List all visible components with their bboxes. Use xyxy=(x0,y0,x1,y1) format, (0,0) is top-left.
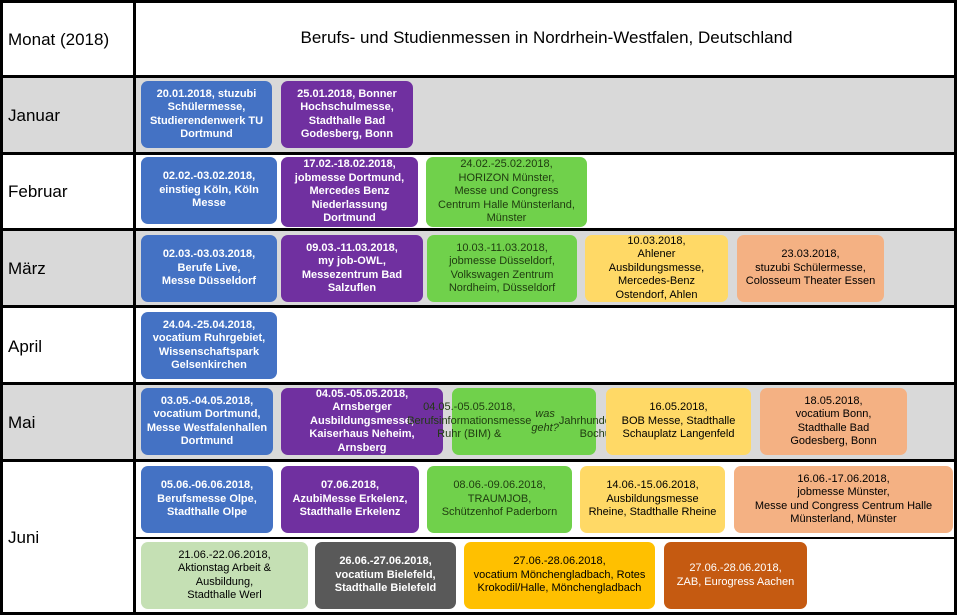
month-label: März xyxy=(8,259,46,278)
header-row xyxy=(3,3,957,75)
juni-separator xyxy=(136,537,957,539)
event-card[interactable]: 24.04.-25.04.2018, vocatium Ruhrgebiet, … xyxy=(141,312,277,379)
event-text-italic: was geht? xyxy=(531,408,559,434)
event-card[interactable]: 17.02.-18.02.2018, jobmesse Dortmund, Me… xyxy=(281,157,418,227)
event-card[interactable]: 18.05.2018, vocatium Bonn, Stadthalle Ba… xyxy=(760,388,907,455)
event-card[interactable]: 09.03.-11.03.2018, my job-OWL, Messezent… xyxy=(281,235,423,302)
event-card[interactable]: 03.05.-04.05.2018, vocatium Dortmund, Me… xyxy=(141,388,273,455)
month-label: Mai xyxy=(8,413,36,432)
grid-line xyxy=(0,228,957,231)
event-card[interactable]: 05.06.-06.06.2018, Berufsmesse Olpe, Sta… xyxy=(141,466,273,533)
month-label: Juni xyxy=(8,528,40,547)
grid-line xyxy=(0,0,957,3)
event-card[interactable]: 10.03.2018, Ahlener Ausbildungsmesse, Me… xyxy=(585,235,728,302)
event-card[interactable]: 26.06.-27.06.2018, vocatium Bielefeld, S… xyxy=(315,542,456,609)
grid-line xyxy=(0,0,3,615)
event-card[interactable]: 20.01.2018, stuzubi Schülermesse, Studie… xyxy=(141,81,272,148)
event-text-part: 04.05.-05.05.2018, Berufsinformationsmes… xyxy=(407,401,532,441)
grid-line xyxy=(954,0,957,615)
event-card[interactable]: 07.06.2018, AzubiMesse Erkelenz, Stadtha… xyxy=(281,466,419,533)
grid-line xyxy=(133,0,136,615)
page-title: Berufs- und Studienmessen in Nordrhein-W… xyxy=(300,28,793,47)
event-card[interactable]: 16.05.2018, BOB Messe, Stadthalle Schaup… xyxy=(606,388,751,455)
event-card[interactable]: 27.06.-28.06.2018, ZAB, Eurogress Aachen xyxy=(664,542,807,609)
grid-line xyxy=(0,612,957,615)
grid-line xyxy=(0,305,957,308)
event-card[interactable]: 24.02.-25.02.2018, HORIZON Münster, Mess… xyxy=(426,157,587,227)
grid-line xyxy=(0,382,957,385)
event-card[interactable]: 10.03.-11.03.2018, jobmesse Düsseldorf, … xyxy=(427,235,577,302)
event-card[interactable]: 08.06.-09.06.2018, TRAUMJOB, Schützenhof… xyxy=(427,466,572,533)
event-card[interactable]: 14.06.-15.06.2018, Ausbildungsmesse Rhei… xyxy=(580,466,725,533)
grid-line xyxy=(0,152,957,155)
event-card[interactable]: 04.05.-05.05.2018, Arnsberger Ausbildung… xyxy=(281,388,443,455)
event-card[interactable]: 16.06.-17.06.2018, jobmesse Münster, Mes… xyxy=(734,466,953,533)
month-label: Februar xyxy=(8,182,68,201)
event-card[interactable]: 21.06.-22.06.2018, Aktionstag Arbeit & A… xyxy=(141,542,308,609)
grid-line xyxy=(0,75,957,78)
event-card[interactable]: 23.03.2018, stuzubi Schülermesse, Coloss… xyxy=(737,235,884,302)
month-label: Januar xyxy=(8,106,60,125)
event-card[interactable]: 02.03.-03.03.2018, Berufe Live, Messe Dü… xyxy=(141,235,277,302)
event-card[interactable]: 27.06.-28.06.2018, vocatium Mönchengladb… xyxy=(464,542,655,609)
event-card[interactable]: 02.02.-03.02.2018, einstieg Köln, Köln M… xyxy=(141,157,277,224)
event-card-bim[interactable]: 04.05.-05.05.2018, Berufsinformationsmes… xyxy=(407,388,641,455)
month-column-header: Monat (2018) xyxy=(8,30,110,49)
grid-line xyxy=(0,459,957,462)
event-card[interactable]: 25.01.2018, Bonner Hochschulmesse, Stadt… xyxy=(281,81,413,148)
month-label: April xyxy=(8,337,43,356)
